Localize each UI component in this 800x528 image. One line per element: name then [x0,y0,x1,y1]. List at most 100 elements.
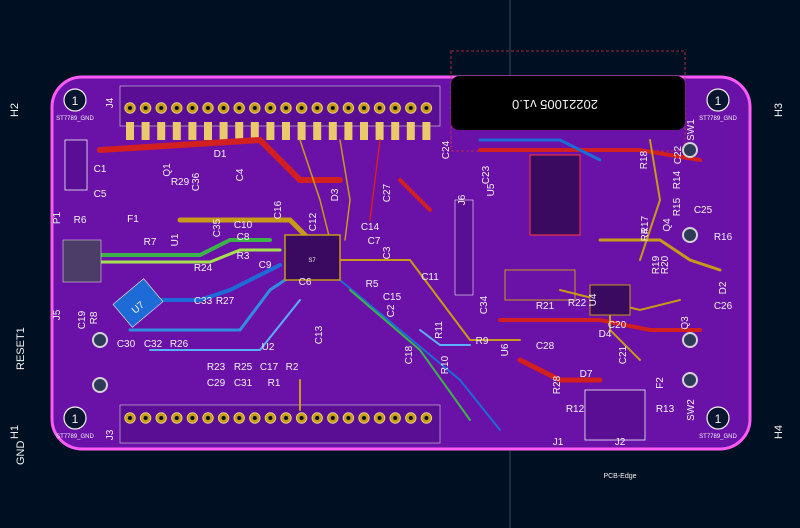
ref-designator: R21 [536,301,555,312]
ref-designator: C13 [314,325,325,344]
sw2-pad-bottom[interactable] [682,372,698,388]
ref-designator: C15 [383,292,402,303]
ref-designator: C11 [421,272,439,283]
reset-pad-bottom[interactable] [92,377,108,393]
ref-designator: R15 [672,197,683,216]
mounting-hole-icon[interactable] [706,88,730,112]
header-pin-hole [346,106,351,110]
ref-designator: R10 [440,355,451,374]
pin-tab [157,122,166,140]
ref-designator: C7 [368,236,381,247]
pin-tab [391,122,400,140]
ref-designator: Q4 [662,218,673,232]
header-pin-hole [252,416,257,420]
header-pin-hole [206,416,210,420]
ref-designator: C19 [77,310,88,329]
header-pin-hole [143,106,148,110]
ref-designator: C36 [191,172,202,191]
ref-designator: C4 [235,168,246,181]
ref-designator: R26 [170,339,189,350]
ref-designator: C32 [144,339,163,350]
pin-tab [313,122,322,140]
sw2-pad-top[interactable] [682,332,698,348]
ref-designator: R11 [434,321,445,339]
ref-designator: R9 [476,336,489,347]
header-pin-hole [159,106,164,110]
reset-side-label: RESET1 [15,327,27,370]
ref-designator: C2 [386,304,397,317]
ref-designator: C25 [694,205,713,216]
ref-designator: R1 [268,378,281,389]
header-pin-hole [268,106,273,110]
ref-designator: C34 [479,295,490,314]
ref-designator: U4 [588,293,599,306]
mounting-hole-caption: ST7789_GND [699,116,737,122]
ref-designator: C26 [714,301,733,312]
header-pin-hole [268,416,273,420]
pad-array [504,269,576,301]
pin-tab [344,122,353,140]
header-pin-hole [346,416,351,420]
header-pin-hole [408,106,413,110]
ref-designator: C8 [237,232,250,243]
mounting-hole-caption: ST7789_GND [699,434,737,440]
header-pin-hole [377,416,382,420]
header-j6[interactable] [454,199,474,296]
header-pin-hole [315,416,320,420]
ref-designator: R25 [234,362,253,373]
sw1-pad-bottom[interactable] [682,227,698,243]
ref-designator: C35 [212,218,223,237]
u4-chip[interactable] [589,284,631,316]
ref-designator: R12 [566,404,585,415]
ref-designator: C3 [382,246,393,259]
display-module[interactable] [451,76,685,130]
ref-designator: R27 [216,296,235,307]
ref-designator: C17 [260,362,279,373]
mounting-hole-ref: H4 [773,425,785,439]
ref-designator: J1 [553,437,564,448]
board-version-text: 20221005 v1.0 [512,97,598,112]
u7-chip[interactable] [112,278,164,328]
mounting-hole-icon[interactable] [63,88,87,112]
header-pin-hole [424,106,429,110]
ref-designator: R13 [656,404,675,415]
pin-tab [126,122,134,140]
ref-designator: R3 [237,251,250,262]
u5-module[interactable] [529,154,581,236]
pin-tab [172,122,181,140]
mounting-hole-caption: ST7789_GND [56,434,94,440]
pin-tab [282,122,290,140]
mounting-hole-icon[interactable] [706,406,730,430]
pin-tab [204,122,212,140]
pin-tab [188,122,197,140]
ref-designator: U2 [262,342,275,353]
ref-designator: C28 [536,341,555,352]
pcb-edge-label: PCB-Edge [603,473,636,480]
reset-pad-top[interactable] [92,332,108,348]
sw1-pad-top[interactable] [682,142,698,158]
mounting-hole-icon[interactable] [63,406,87,430]
ref-designator: R5 [366,279,379,290]
mcu-chip[interactable] [284,234,341,281]
ref-designator: F1 [127,214,139,225]
ref-designator: R6 [74,215,87,226]
ref-designator: C31 [234,378,253,389]
ref-designator: C21 [618,345,629,364]
header-pin-hole [174,106,179,110]
ref-designator: U6 [500,343,511,356]
header-pin-hole [330,416,335,420]
connector-p1[interactable] [64,139,88,191]
ref-designator: R18 [639,150,650,169]
header-pin-hole [237,416,242,420]
ref-designator: R19 [651,255,662,274]
usb-connector-j2[interactable] [584,389,646,441]
header-pin-hole [377,106,382,110]
ref-designator: D7 [580,369,593,380]
ref-designator: R23 [207,362,226,373]
ref-designator: C5 [94,189,107,200]
pin-tab [328,122,337,140]
crystal-j5[interactable] [62,239,102,283]
ref-designator: J6 [457,194,468,205]
